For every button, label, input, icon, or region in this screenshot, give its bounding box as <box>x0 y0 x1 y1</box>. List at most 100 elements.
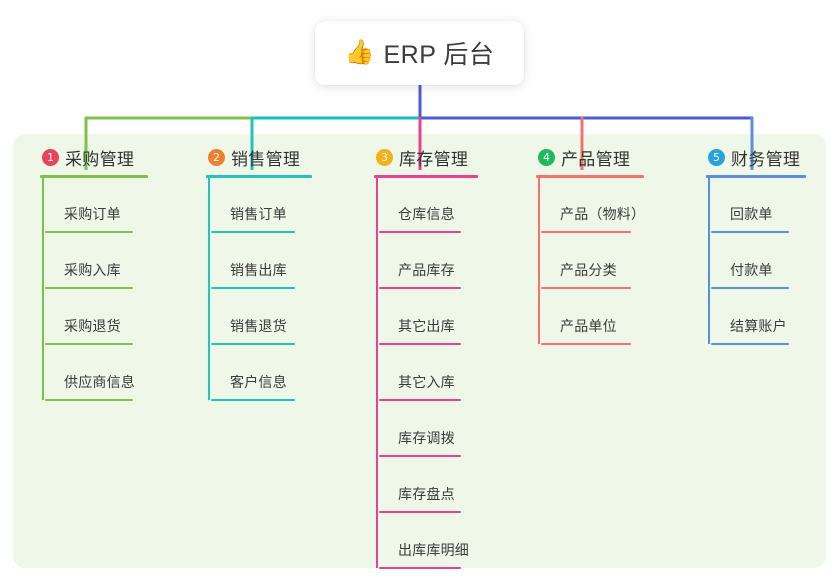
leaf-underline <box>211 399 295 401</box>
leaf-underline <box>211 343 295 345</box>
leaf-label: 出库库明细 <box>398 542 469 558</box>
leaf-underline <box>541 343 631 345</box>
leaf-node[interactable]: 产品分类 <box>538 234 642 290</box>
branch-spine <box>538 178 540 344</box>
leaf-label: 产品单位 <box>560 318 617 334</box>
leaf-label: 客户信息 <box>230 374 287 390</box>
leaf-label: 库存盘点 <box>398 486 455 502</box>
leaf-label: 库存调拨 <box>398 430 455 446</box>
branch-header-underline <box>706 175 806 178</box>
branch-spine <box>376 178 378 568</box>
branch-spine <box>208 178 210 400</box>
branch-header-2[interactable]: 2 销售管理 <box>206 144 314 170</box>
leaf-underline <box>379 399 461 401</box>
leaf-label: 付款单 <box>730 262 773 278</box>
leaf-node[interactable]: 客户信息 <box>208 346 314 402</box>
leaf-underline <box>45 399 133 401</box>
leaf-node[interactable]: 付款单 <box>708 234 806 290</box>
leaf-underline <box>379 231 461 233</box>
leaf-underline <box>379 567 461 569</box>
leaf-node[interactable]: 产品单位 <box>538 290 642 346</box>
leaf-underline <box>211 231 295 233</box>
leaf-underline <box>711 231 789 233</box>
branch-children: 采购订单采购入库采购退货供应商信息 <box>40 178 150 402</box>
leaf-node[interactable]: 销售退货 <box>208 290 314 346</box>
branch-children: 仓库信息产品库存其它出库其它入库库存调拨库存盘点出库库明细 <box>374 178 478 570</box>
leaf-node[interactable]: 库存盘点 <box>376 458 478 514</box>
leaf-node[interactable]: 回款单 <box>708 178 806 234</box>
leaf-underline <box>379 287 461 289</box>
leaf-label: 产品（物料） <box>560 206 646 222</box>
leaf-label: 结算账户 <box>730 318 787 334</box>
root-node[interactable]: 👍 ERP 后台 <box>315 21 524 85</box>
leaf-node[interactable]: 供应商信息 <box>42 346 150 402</box>
branch-title: 库存管理 <box>399 149 469 169</box>
leaf-label: 仓库信息 <box>398 206 455 222</box>
leaf-node[interactable]: 采购入库 <box>42 234 150 290</box>
branch-header-underline <box>374 175 478 178</box>
leaf-label: 采购退货 <box>64 318 121 334</box>
branch-header-3[interactable]: 3 库存管理 <box>374 144 478 170</box>
branch-column-5: 5 财务管理回款单付款单结算账户 <box>706 144 806 346</box>
leaf-label: 回款单 <box>730 206 773 222</box>
branch-spine <box>42 178 44 400</box>
leaf-label: 产品库存 <box>398 262 455 278</box>
branch-number-badge: 3 <box>376 148 393 166</box>
leaf-underline <box>45 343 133 345</box>
branch-header-underline <box>40 175 148 178</box>
leaf-label: 其它入库 <box>398 374 455 390</box>
leaf-node[interactable]: 仓库信息 <box>376 178 478 234</box>
leaf-label: 销售退货 <box>230 318 287 334</box>
root-title: ERP 后台 <box>383 41 495 69</box>
leaf-label: 销售出库 <box>230 262 287 278</box>
leaf-node[interactable]: 产品库存 <box>376 234 478 290</box>
branch-children: 产品（物料） 产品分类产品单位 <box>536 178 646 346</box>
leaf-label: 供应商信息 <box>64 374 135 390</box>
leaf-label: 销售订单 <box>230 206 287 222</box>
leaf-node[interactable]: 采购订单 <box>42 178 150 234</box>
branch-children: 销售订单销售出库销售退货客户信息 <box>206 178 314 402</box>
leaf-underline <box>45 287 133 289</box>
leaf-node[interactable]: 库存调拨 <box>376 402 478 458</box>
branch-number-badge: 2 <box>208 148 225 166</box>
leaf-node[interactable]: 其它出库 <box>376 290 478 346</box>
leaf-label: 产品分类 <box>560 262 617 278</box>
branch-column-2: 2 销售管理销售订单销售出库销售退货客户信息 <box>206 144 314 402</box>
leaf-underline <box>379 343 461 345</box>
branch-title: 销售管理 <box>231 149 301 169</box>
branch-number-badge: 1 <box>42 148 59 166</box>
leaf-node[interactable]: 销售订单 <box>208 178 314 234</box>
branch-title: 产品管理 <box>561 149 631 169</box>
branches-panel <box>13 134 826 568</box>
leaf-node[interactable]: 产品（物料） <box>538 178 646 234</box>
branch-number-badge: 5 <box>708 148 725 166</box>
leaf-underline <box>379 511 461 513</box>
branch-header-underline <box>536 175 644 178</box>
leaf-underline <box>379 455 461 457</box>
branch-header-5[interactable]: 5 财务管理 <box>706 144 806 170</box>
thumbs-up-icon: 👍 <box>344 39 375 66</box>
leaf-label: 其它出库 <box>398 318 455 334</box>
branch-header-4[interactable]: 4 产品管理 <box>536 144 642 170</box>
branch-number-badge: 4 <box>538 148 555 166</box>
branch-column-3: 3 库存管理仓库信息产品库存其它出库其它入库库存调拨库存盘点出库库明细 <box>374 144 478 570</box>
leaf-node[interactable]: 销售出库 <box>208 234 314 290</box>
leaf-node[interactable]: 出库库明细 <box>376 514 478 570</box>
leaf-underline <box>541 231 631 233</box>
branch-children: 回款单付款单结算账户 <box>706 178 806 346</box>
leaf-node[interactable]: 结算账户 <box>708 290 806 346</box>
leaf-label: 采购入库 <box>64 262 121 278</box>
branch-header-1[interactable]: 1 采购管理 <box>40 144 150 170</box>
branch-title: 采购管理 <box>65 149 135 169</box>
branch-spine <box>708 178 710 344</box>
branch-column-1: 1 采购管理采购订单采购入库采购退货供应商信息 <box>40 144 150 402</box>
leaf-node[interactable]: 其它入库 <box>376 346 478 402</box>
leaf-underline <box>541 287 631 289</box>
leaf-node[interactable]: 采购退货 <box>42 290 150 346</box>
leaf-label: 采购订单 <box>64 206 121 222</box>
leaf-underline <box>711 343 789 345</box>
branch-column-4: 4 产品管理产品（物料） 产品分类产品单位 <box>536 144 646 346</box>
branch-title: 财务管理 <box>731 149 801 169</box>
branch-header-underline <box>206 175 312 178</box>
